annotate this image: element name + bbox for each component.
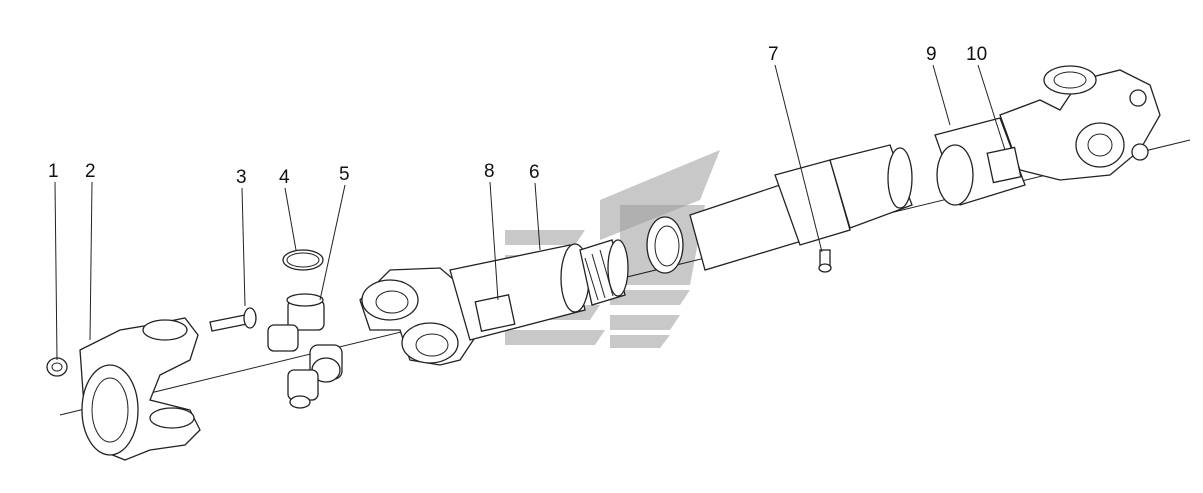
callout-7: 7: [768, 44, 779, 65]
bolt-part: [209, 307, 257, 332]
tube-shaft-part: [689, 144, 913, 271]
leader-lines: [54, 64, 1006, 361]
splined-shaft-part: [579, 239, 629, 306]
universal-joint-cross-part: [267, 293, 343, 409]
grease-fitting-part: [818, 249, 832, 273]
callout-9: 9: [926, 44, 937, 65]
sliding-yoke-part: [359, 243, 590, 366]
callout-5: 5: [339, 164, 350, 185]
callout-6: 6: [529, 162, 540, 183]
flange-yoke-part: [79, 317, 201, 461]
callout-3: 3: [236, 167, 247, 188]
needle-bearing-part: [646, 216, 684, 274]
callout-2: 2: [85, 161, 96, 182]
callout-4: 4: [279, 167, 290, 188]
callout-8: 8: [484, 161, 495, 182]
callout-10: 10: [966, 44, 987, 65]
tube-end-part: [934, 117, 1026, 206]
callout-labels: 1 2 3 4 5 8 6 7 9 10: [48, 44, 987, 188]
retaining-ring-part: [282, 249, 324, 271]
callout-1: 1: [48, 161, 59, 182]
nut-part: [46, 357, 68, 377]
end-yoke-assembly-part: [986, 65, 1161, 184]
